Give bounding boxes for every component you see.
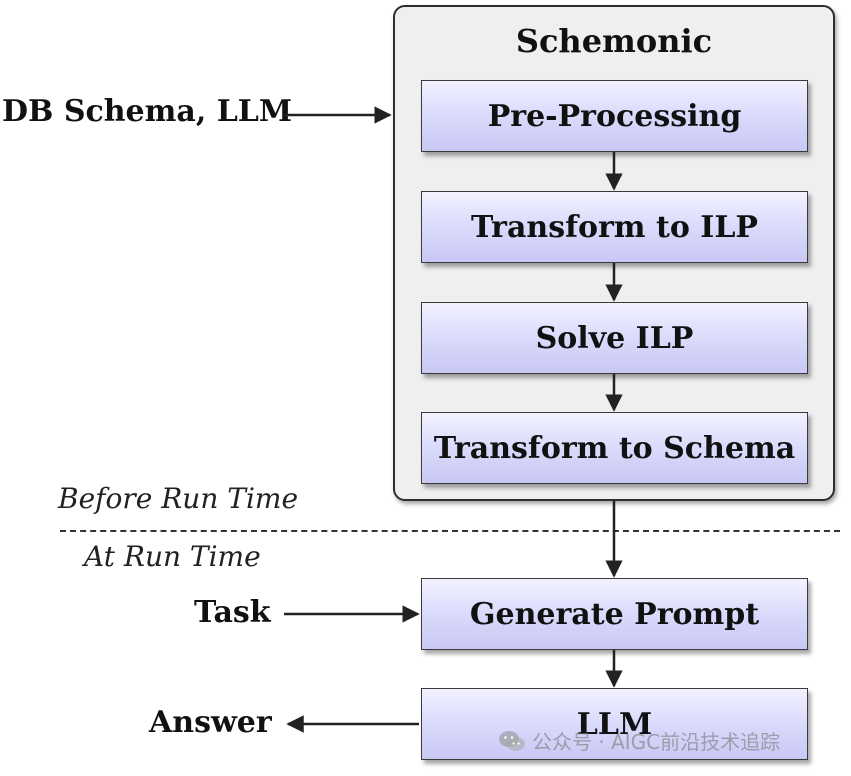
transform-to-schema-box: Transform to Schema (421, 412, 808, 484)
at-run-time-label: At Run Time (84, 540, 261, 573)
answer-output-label: Answer (149, 705, 272, 740)
task-input-label: Task (194, 595, 271, 630)
generate-prompt-box: Generate Prompt (421, 578, 808, 650)
watermark-text: 公众号 · AIGC前沿技术追踪 (532, 730, 781, 754)
db-schema-llm-input-label: DB Schema, LLM (2, 94, 293, 129)
pre-processing-box: Pre-Processing (421, 80, 808, 152)
schemonic-title: Schemonic (515, 22, 713, 60)
llm-box: LLM (421, 688, 808, 760)
before-run-time-label: Before Run Time (58, 482, 299, 515)
transform-to-ilp-box: Transform to ILP (421, 191, 808, 263)
solve-ilp-box: Solve ILP (421, 302, 808, 374)
phase-divider (60, 530, 840, 532)
watermark: 公众号 · AIGC前沿技术追踪 (498, 726, 780, 755)
wechat-icon (498, 730, 526, 752)
